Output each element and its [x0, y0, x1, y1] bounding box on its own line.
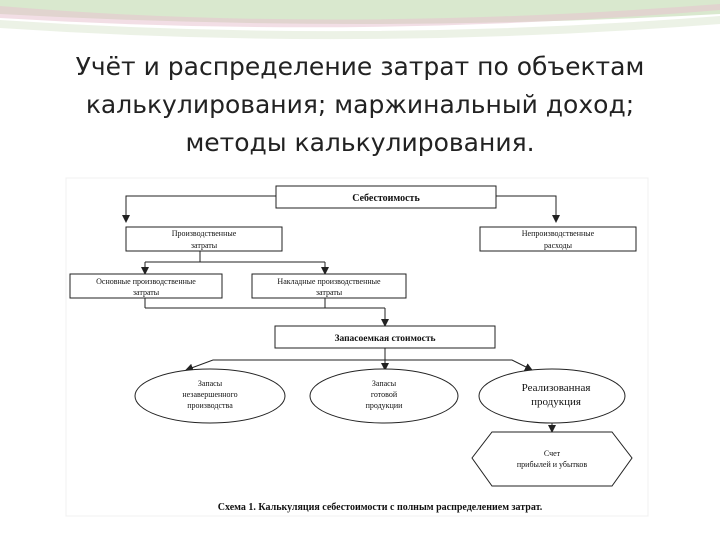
- node-pl-hexagon: [471, 431, 633, 487]
- node-nonproduction-label-2: расходы: [544, 241, 573, 250]
- node-direct-label-1: Основные производственные: [96, 277, 196, 286]
- title-line-2: калькулирования; маржинальный доход;: [85, 90, 635, 119]
- node-root-label: Себестоимость: [352, 193, 420, 204]
- node-finished-label-2: готовой: [371, 390, 398, 399]
- diagram-caption: Схема 1. Калькуляция себестоимости с пол…: [218, 502, 543, 513]
- node-overhead-label-2: затраты: [316, 288, 343, 297]
- decor-band-light: [0, 16, 720, 40]
- node-wip-label-2: незавершенного: [182, 390, 237, 399]
- node-root-box: [275, 185, 497, 209]
- connector-root-right: [496, 195, 560, 223]
- connectors: [122, 195, 560, 433]
- node-finished-label-3: продукции: [366, 401, 404, 410]
- node-finished-ellipse: [309, 368, 459, 424]
- node-sold-label-1: Реализованная: [522, 382, 591, 394]
- node-wip-label-3: производства: [187, 401, 233, 410]
- title-line-3: методы калькулирования.: [185, 128, 535, 157]
- node-production-box: [125, 226, 283, 252]
- node-overhead-box: [251, 273, 407, 299]
- decor-band-pink: [0, 4, 720, 28]
- connector-to-wip: [185, 359, 385, 372]
- node-direct-box: [69, 273, 223, 299]
- node-production-label-1: Производственные: [172, 229, 237, 238]
- node-sold-label-2: продукция: [531, 396, 581, 408]
- node-direct-label-2: затраты: [133, 288, 160, 297]
- node-overhead-label-1: Накладные производственные: [277, 277, 381, 286]
- node-finished-label-1: Запасы: [372, 379, 397, 388]
- connector-to-sold: [385, 359, 533, 371]
- connector-root-left: [122, 195, 276, 223]
- node-production-label-2: затраты: [191, 241, 218, 250]
- node-sold-ellipse: [478, 368, 626, 424]
- title-line-1: Учёт и распределение затрат по объектам: [75, 52, 645, 81]
- node-inventory-label: Запасоемкая стоимость: [334, 334, 435, 344]
- slide-title: Учёт и распределение затрат по объектам …: [40, 48, 680, 162]
- node-nonproduction-label-1: Непроизводственные: [522, 229, 595, 238]
- node-pl-label-1: Счет: [544, 449, 561, 458]
- node-inventory-box: [274, 325, 496, 349]
- node-wip-ellipse: [134, 368, 286, 424]
- node-nonproduction-box: [479, 226, 637, 252]
- node-wip-label-1: Запасы: [198, 379, 223, 388]
- node-pl-label-2: прибылей и убытков: [517, 460, 587, 469]
